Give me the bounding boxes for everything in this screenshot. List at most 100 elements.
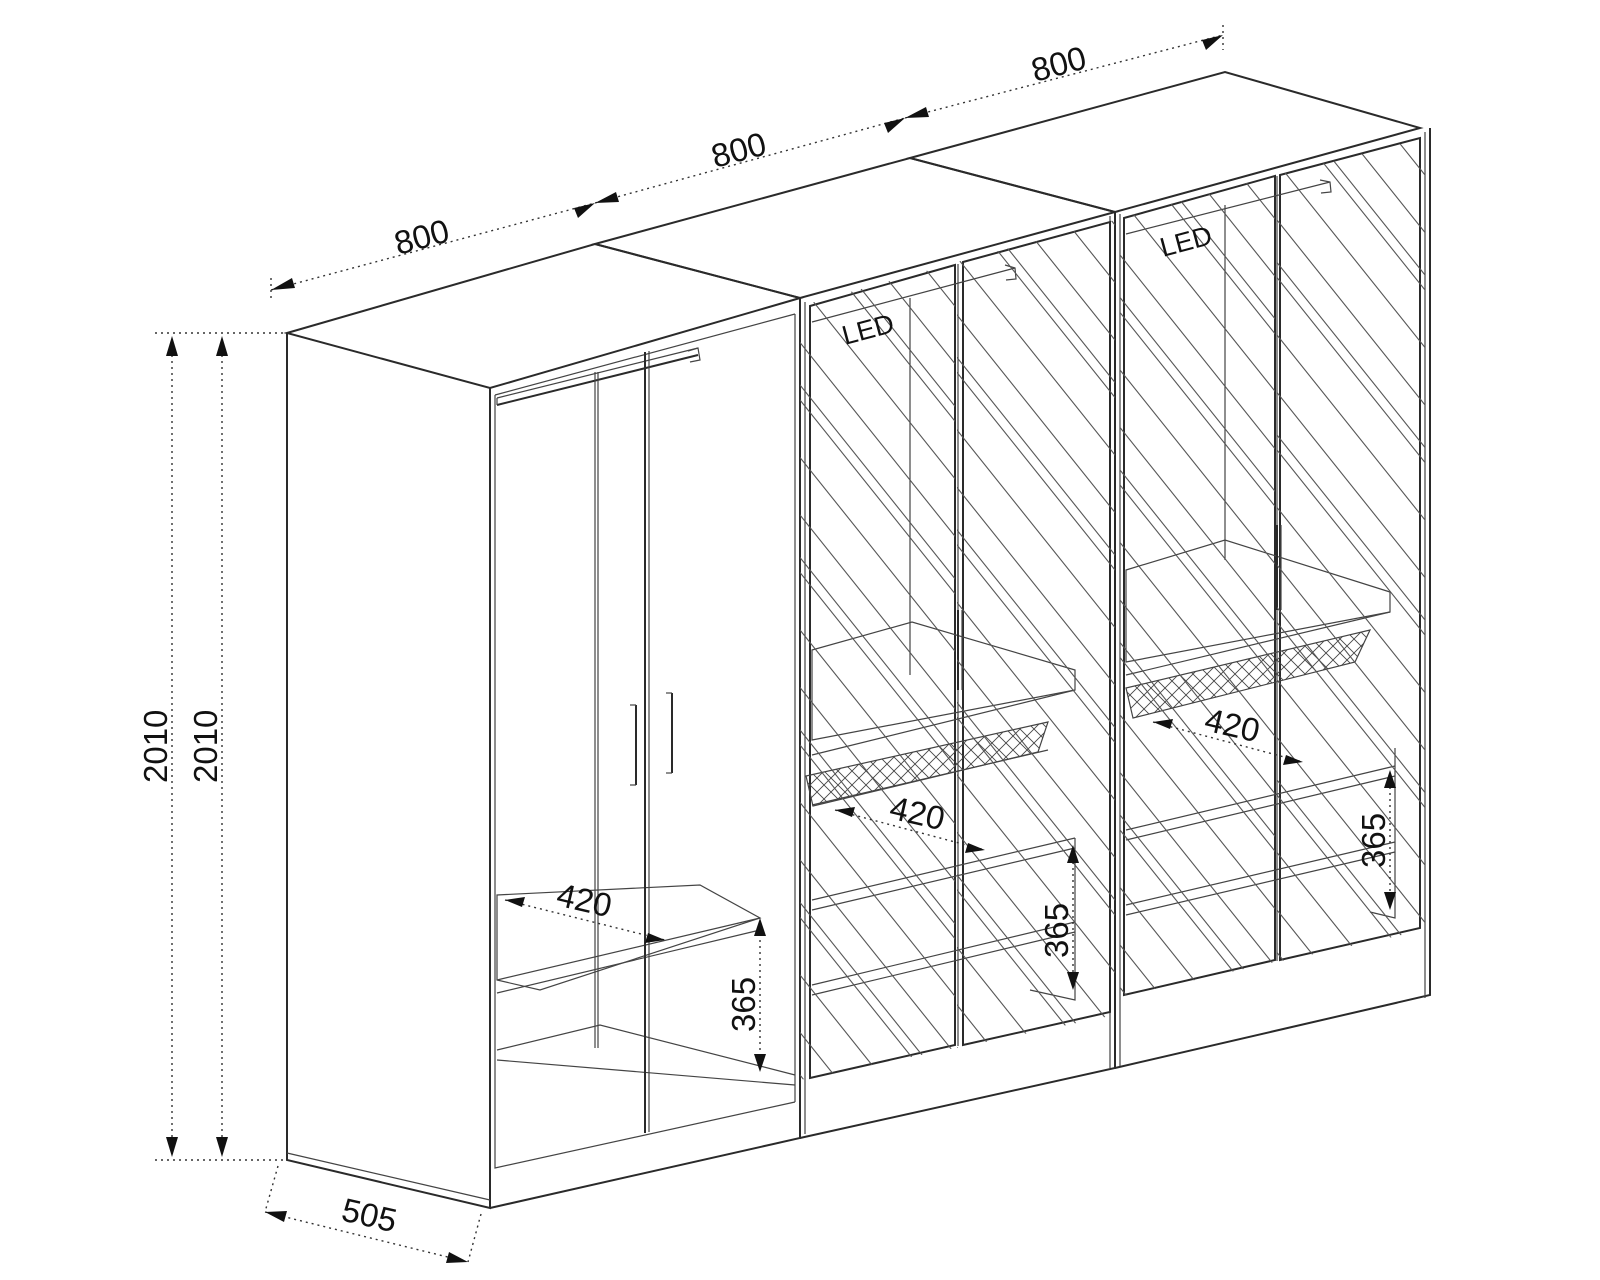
- glass-hatch-line: [800, 263, 939, 1080]
- glass-hatch-line: [1120, 175, 1275, 997]
- glass-hatch-line: [957, 220, 1115, 1048]
- glass-hatch-line: [957, 220, 1115, 1048]
- glass-hatch-line: [1010, 220, 1115, 1048]
- basket-mesh-line: [1325, 630, 1370, 718]
- height-dimension-outer: 2010: [137, 710, 174, 783]
- basket-mesh-line: [1339, 630, 1370, 718]
- glass-hatch-line: [1277, 138, 1425, 962]
- basket-mesh-line: [1126, 630, 1172, 718]
- glass-hatch-line: [1120, 175, 1275, 997]
- glass-hatch-line: [1277, 138, 1425, 962]
- glass-hatch-line: [976, 220, 1115, 1048]
- glass-hatch-line: [1308, 138, 1425, 962]
- width-dimension-2: 800: [707, 125, 770, 175]
- glass-hatch-line: [1277, 138, 1425, 962]
- glass-hatch-line: [800, 263, 893, 1080]
- cabinet-1: [283, 242, 804, 1210]
- glass-hatch-line: [1120, 175, 1275, 997]
- glass-hatch-line: [800, 263, 955, 1080]
- basket-mesh-line: [806, 722, 839, 806]
- glass-hatch-line: [957, 220, 1115, 1048]
- glass-hatch-line: [957, 220, 1115, 1048]
- glass-hatch-line: [1120, 175, 1275, 997]
- glass-hatch-line: [1296, 138, 1425, 962]
- glass-hatch-line: [1277, 138, 1425, 962]
- width-dimension-3: 800: [1027, 39, 1090, 89]
- glass-hatch-line: [957, 220, 1115, 1048]
- glass-hatch-line: [800, 263, 951, 1080]
- glass-hatch-line: [1151, 175, 1275, 997]
- basket-mesh-line: [1396, 625, 1493, 722]
- basket-mesh-line: [1297, 630, 1370, 718]
- glass-hatch-line: [800, 263, 813, 1080]
- glass-hatch-line: [800, 263, 955, 1080]
- led-label-2: LED: [1157, 220, 1216, 263]
- basket-mesh-line: [1298, 630, 1370, 718]
- glass-hatch-line: [957, 220, 1115, 1048]
- glass-hatch-line: [1277, 138, 1425, 962]
- basket-mesh-line: [671, 715, 768, 812]
- basket-mesh-line: [936, 722, 1035, 806]
- glass-hatch-line: [800, 263, 955, 1080]
- glass-hatch-line: [800, 263, 955, 1080]
- glass-hatch-line: [800, 263, 801, 1080]
- basket-mesh-line: [643, 715, 740, 812]
- glass-hatch-line: [800, 263, 955, 1080]
- basket-mesh-line: [963, 625, 1060, 722]
- basket-mesh-line: [992, 722, 1048, 806]
- led-label-1: LED: [839, 308, 898, 351]
- glass-hatch-line: [1120, 175, 1269, 997]
- basket-mesh-line: [1126, 630, 1145, 718]
- glass-hatch-line: [956, 250, 1600, 1090]
- glass-hatch-line: [957, 220, 1115, 1048]
- shelf-depth-dimension-1: 420: [553, 876, 615, 924]
- glass-hatch-line: [1277, 138, 1425, 962]
- glass-hatch-line: [1120, 175, 1257, 997]
- glass-hatch-line: [800, 263, 847, 1080]
- glass-hatch-line: [957, 220, 1094, 1048]
- glass-hatch-line: [957, 220, 1115, 1048]
- basket-mesh-line: [1047, 722, 1048, 806]
- glass-hatch-line: [1277, 138, 1414, 962]
- basket-mesh-line: [806, 722, 852, 806]
- glass-hatch-line: [800, 263, 955, 1080]
- glass-hatch-line: [1120, 175, 1275, 997]
- basket-mesh-line: [1033, 722, 1048, 806]
- shelf-depth-dimension-2: 420: [886, 789, 948, 837]
- glass-hatch-line: [1277, 138, 1425, 962]
- basket-mesh-line: [685, 715, 782, 812]
- glass-hatch-line: [1277, 138, 1425, 962]
- basket-mesh-line: [1353, 630, 1370, 718]
- glass-hatch-line: [800, 263, 955, 1080]
- glass-hatch-line: [450, 165, 1118, 1000]
- glass-hatch-line: [964, 220, 1115, 1048]
- basket-mesh-line: [1256, 630, 1355, 718]
- shelf-depth-dimension-3: 420: [1201, 701, 1263, 749]
- basket-mesh-line: [1311, 630, 1370, 718]
- cabinet-2: [591, 156, 1600, 1139]
- glass-hatch-line: [1277, 138, 1425, 962]
- basket-mesh-line: [1242, 630, 1341, 718]
- basket-mesh-line: [806, 722, 867, 806]
- glass-hatch-line: [1120, 175, 1275, 997]
- glass-hatch-line: [957, 220, 1115, 1048]
- basket-mesh-line: [1005, 722, 1048, 806]
- dimension-lines: [155, 25, 1396, 1263]
- basket-mesh-line: [1019, 625, 1116, 722]
- drawer-height-dimension-1: 365: [725, 977, 762, 1032]
- basket-mesh-line: [935, 722, 1034, 806]
- glass-hatch-line: [1277, 138, 1425, 962]
- width-dimension-1: 800: [390, 212, 453, 262]
- glass-hatch-line: [1120, 175, 1275, 997]
- glass-hatch-line: [1120, 175, 1275, 997]
- glass-hatch-line: [800, 263, 955, 1080]
- basket-mesh-line: [1270, 630, 1369, 718]
- basket-mesh-line: [1424, 625, 1521, 722]
- drawer-height-dimension-3: 365: [1355, 813, 1392, 868]
- glass-hatch-line: [1139, 175, 1275, 997]
- glass-hatch-line: [1278, 165, 1600, 1000]
- glass-hatch-line: [800, 263, 955, 1080]
- glass-hatch-line: [829, 263, 955, 1080]
- basket-mesh-line: [1019, 722, 1048, 806]
